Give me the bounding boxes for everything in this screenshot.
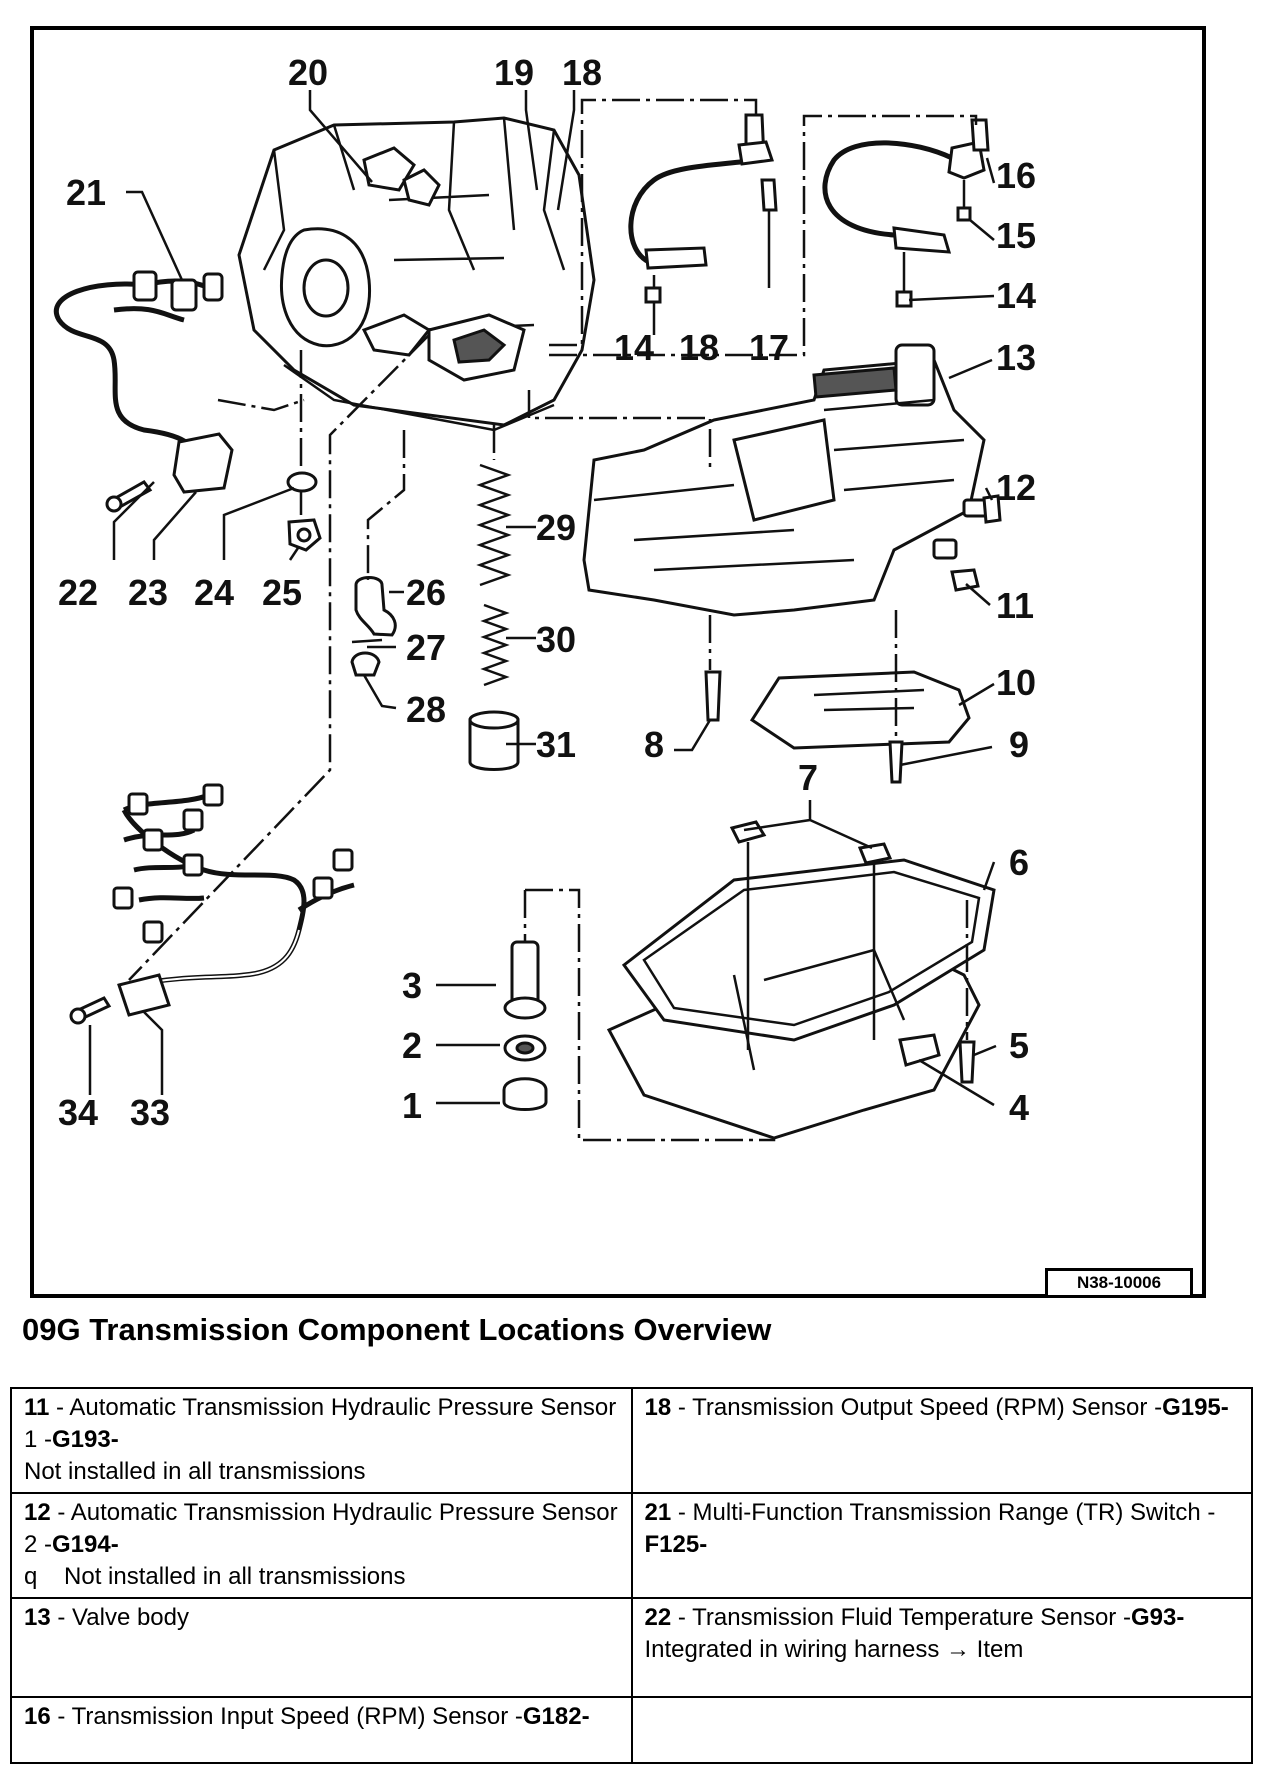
callout-7: 7 <box>798 757 818 798</box>
callout-22: 21 <box>66 172 106 213</box>
legend-table: 11 - Automatic Transmission Hydraulic Pr… <box>10 1387 1253 1764</box>
legend-empty-cell <box>630 1696 1253 1764</box>
table-row: 11 - Automatic Transmission Hydraulic Pr… <box>10 1387 1253 1494</box>
callout-11: 11 <box>996 585 1034 626</box>
callout-18: 18 <box>679 327 719 368</box>
leader-lines <box>88 90 997 1107</box>
callout-10: 10 <box>996 662 1036 703</box>
legend-note: q Not installed in all transmissions <box>24 1563 406 1590</box>
callout-33: 33 <box>130 1092 170 1133</box>
table-row: 12 - Automatic Transmission Hydraulic Pr… <box>10 1492 1253 1599</box>
callout-23: 22 <box>58 572 98 613</box>
callout-15: 15 <box>996 215 1036 256</box>
input-speed-sensor-16 <box>822 118 990 308</box>
callout-14-left: 14 <box>614 327 654 368</box>
output-speed-sensor-18 <box>628 113 778 330</box>
legend-item-13: 13 - Valve body <box>10 1597 633 1698</box>
fluid-temp-sensor-harness <box>54 270 234 513</box>
legend-note: Not installed in all transmissions <box>24 1458 366 1485</box>
main-wiring-harness <box>69 783 355 1025</box>
callout-26: 25 <box>262 572 302 613</box>
callout-16: 16 <box>996 155 1036 196</box>
valve-body <box>582 343 990 617</box>
drain-plug <box>502 940 548 1111</box>
elbow-fitting <box>350 576 397 677</box>
callout-2: 2 <box>402 1025 422 1066</box>
callout-31: 30 <box>536 619 576 660</box>
callout-1: 1 <box>402 1085 422 1126</box>
transmission-case <box>237 116 596 432</box>
callout-29: 28 <box>406 689 446 730</box>
callout-21: 20 <box>288 52 328 93</box>
legend-item-21: 21 - Multi-Function Transmission Range (… <box>630 1492 1253 1599</box>
callout-25: 24 <box>194 572 234 613</box>
callout-20: 19 <box>494 52 534 93</box>
callout-12: 12 <box>996 467 1036 508</box>
legend-item-18: 18 - Transmission Output Speed (RPM) Sen… <box>630 1387 1253 1494</box>
assembly-lines <box>128 98 978 1142</box>
figure-reference-code: N38-10006 <box>1045 1268 1193 1298</box>
legend-note: Integrated in wiring harness → Item <box>644 1636 1024 1663</box>
valve-body-bolts <box>704 494 1002 784</box>
legend-item-22: 22 - Transmission Fluid Temperature Sens… <box>630 1597 1253 1698</box>
bolt-and-seal <box>286 471 322 552</box>
table-row: 13 - Valve body 22 - Transmission Fluid … <box>10 1597 1253 1698</box>
page-title: 09G Transmission Component Locations Ove… <box>22 1312 772 1347</box>
callout-32: 31 <box>536 724 576 765</box>
legend-item-12: 12 - Automatic Transmission Hydraulic Pr… <box>10 1492 633 1599</box>
callout-3: 3 <box>402 965 422 1006</box>
callout-14-right: 14 <box>996 275 1036 316</box>
callout-labels: 20 19 18 21 16 15 14 14 18 17 13 12 29 2… <box>58 52 1036 1133</box>
legend-item-11: 11 - Automatic Transmission Hydraulic Pr… <box>10 1387 633 1494</box>
callout-24: 23 <box>128 572 168 613</box>
legend-item-16: 16 - Transmission Input Speed (RPM) Sens… <box>10 1696 633 1764</box>
callout-34: 34 <box>58 1092 98 1133</box>
oil-pan-and-gasket <box>606 820 996 1140</box>
callout-9: 9 <box>1009 724 1029 765</box>
diagram-frame: 20 19 18 21 16 15 14 14 18 17 13 12 29 2… <box>30 26 1206 1298</box>
callout-13: 13 <box>996 337 1036 378</box>
callout-27: 26 <box>406 572 446 613</box>
callout-4: 4 <box>1009 1087 1029 1128</box>
callout-8: 8 <box>644 724 664 765</box>
callout-17: 17 <box>749 327 789 368</box>
exploded-view-diagram: 20 19 18 21 16 15 14 14 18 17 13 12 29 2… <box>54 52 1036 1142</box>
accumulator-springs <box>468 463 520 771</box>
callout-28: 27 <box>406 627 446 668</box>
callout-5: 5 <box>1009 1025 1029 1066</box>
callout-6: 6 <box>1009 842 1029 883</box>
table-row: 16 - Transmission Input Speed (RPM) Sens… <box>10 1696 1253 1764</box>
callout-19: 18 <box>562 52 602 93</box>
callout-30: 29 <box>536 507 576 548</box>
